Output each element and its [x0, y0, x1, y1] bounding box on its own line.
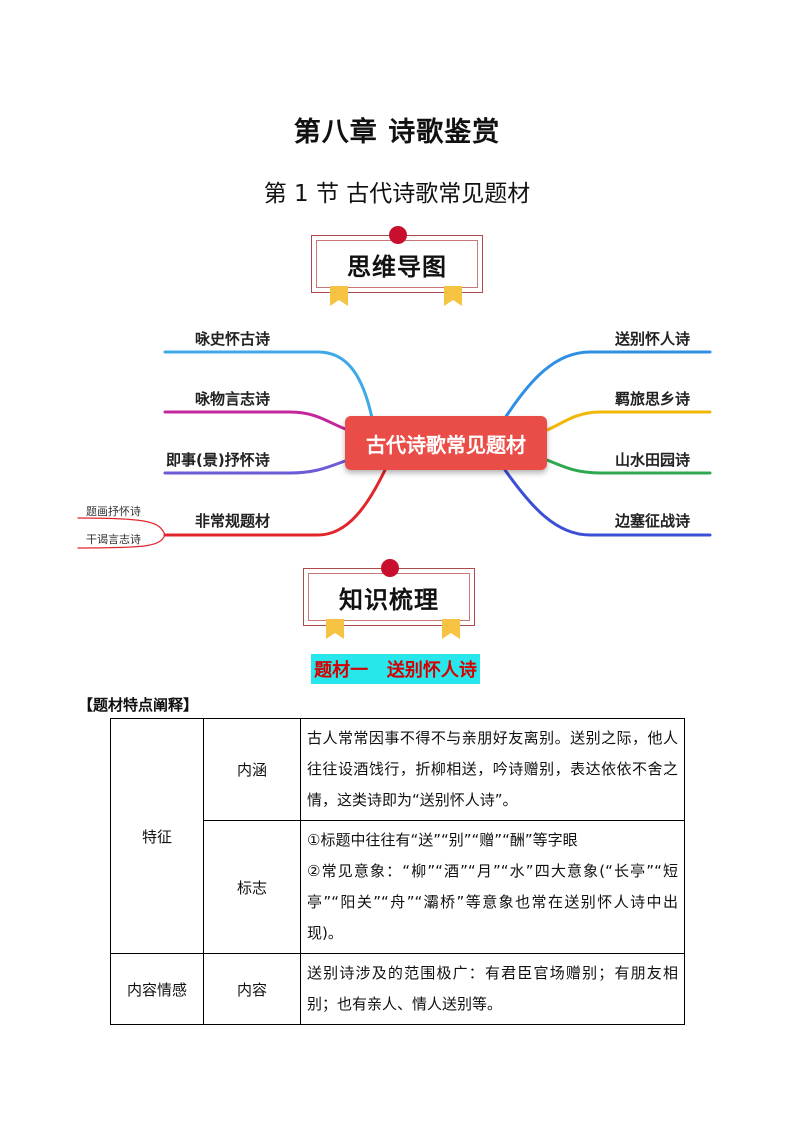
branch-line — [503, 468, 712, 537]
table-cell-neihan-text: 古人常常因事不得不与亲朋好友离别。送别之际，他人往往设酒饯行，折柳相送，吟诗赠别… — [300, 718, 685, 821]
feature-table: 特征 内涵 古人常常因事不得不与亲朋好友离别。送别之际，他人往往设酒饯行，折柳相… — [110, 718, 685, 1025]
topic-heading: 题材一 送别怀人诗 — [311, 654, 480, 684]
branch-label: 送别怀人诗 — [615, 330, 691, 348]
sub-branch-label: 题画抒怀诗 — [86, 505, 141, 518]
branch-line — [163, 410, 350, 432]
section-label: 【题材特点阐释】 — [78, 696, 199, 714]
branch-label: 山水田园诗 — [615, 451, 691, 469]
sub-branch-label: 干谒言志诗 — [86, 533, 141, 546]
section-title: 第 1 节 古代诗歌常见题材 — [263, 181, 531, 207]
table-cell-content-text: 送别诗涉及的范围极广：有君臣官场赠别；有朋友相别；也有亲人、情人送别等。 — [300, 953, 685, 1025]
ribbon-icon — [442, 619, 460, 639]
sub-branch-line — [77, 517, 166, 536]
knowledge-banner: 知识梳理 — [303, 559, 475, 639]
table-cell-biaozhi: 标志 — [203, 820, 301, 954]
branch-label: 非常规题材 — [195, 512, 271, 530]
branch-line — [503, 350, 712, 420]
branch-line — [163, 468, 387, 537]
table-cell-feature: 特征 — [110, 718, 204, 954]
biaozhi-line: ①标题中往往有“送”“别”“赠”“酬”等字眼 — [307, 831, 578, 849]
mindmap-center: 古代诗歌常见题材 — [345, 416, 547, 470]
table-row: 特征 内涵 古人常常因事不得不与亲朋好友离别。送别之际，他人往往设酒饯行，折柳相… — [110, 718, 685, 954]
sub-branch-line — [77, 534, 166, 549]
table-row: 标志 ①标题中往往有“送”“别”“赠”“酬”等字眼 ②常见意象：“柳”“酒”“月… — [111, 820, 685, 954]
biaozhi-line: ②常见意象：“柳”“酒”“月”“水”四大意象(“长亭”“短亭”“阳关”“舟”“灞… — [307, 862, 678, 942]
table-row: 内容情感 内容 送别诗涉及的范围极广：有君臣官场赠别；有朋友相别；也有亲人、情人… — [110, 953, 685, 1025]
mindmap-branches — [77, 350, 712, 549]
ribbon-icon — [330, 286, 348, 306]
table-cell-content: 内容 — [203, 953, 301, 1025]
branch-label: 边塞征战诗 — [615, 512, 691, 530]
branch-label: 即事(景)抒怀诗 — [166, 451, 270, 469]
table-cell-emotion: 内容情感 — [110, 953, 204, 1025]
mindmap-banner: 思维导图 — [311, 226, 483, 306]
ribbon-icon — [444, 286, 462, 306]
branch-label: 咏物言志诗 — [195, 390, 271, 408]
mindmap-banner-label: 思维导图 — [316, 240, 478, 288]
branch-line — [163, 458, 350, 475]
table-cell-neihan: 内涵 — [203, 718, 301, 821]
knowledge-banner-label: 知识梳理 — [308, 573, 470, 621]
branch-label: 羁旅思乡诗 — [615, 390, 691, 408]
branch-line — [545, 458, 712, 475]
ribbon-icon — [326, 619, 344, 639]
branch-line — [163, 350, 374, 420]
chapter-title: 第八章 诗歌鉴赏 — [293, 117, 501, 148]
branch-label: 咏史怀古诗 — [195, 330, 271, 348]
pin-icon — [381, 559, 399, 577]
pin-icon — [389, 226, 407, 244]
table-cell-biaozhi-text: ①标题中往往有“送”“别”“赠”“酬”等字眼 ②常见意象：“柳”“酒”“月”“水… — [300, 820, 685, 954]
branch-line — [545, 410, 712, 432]
